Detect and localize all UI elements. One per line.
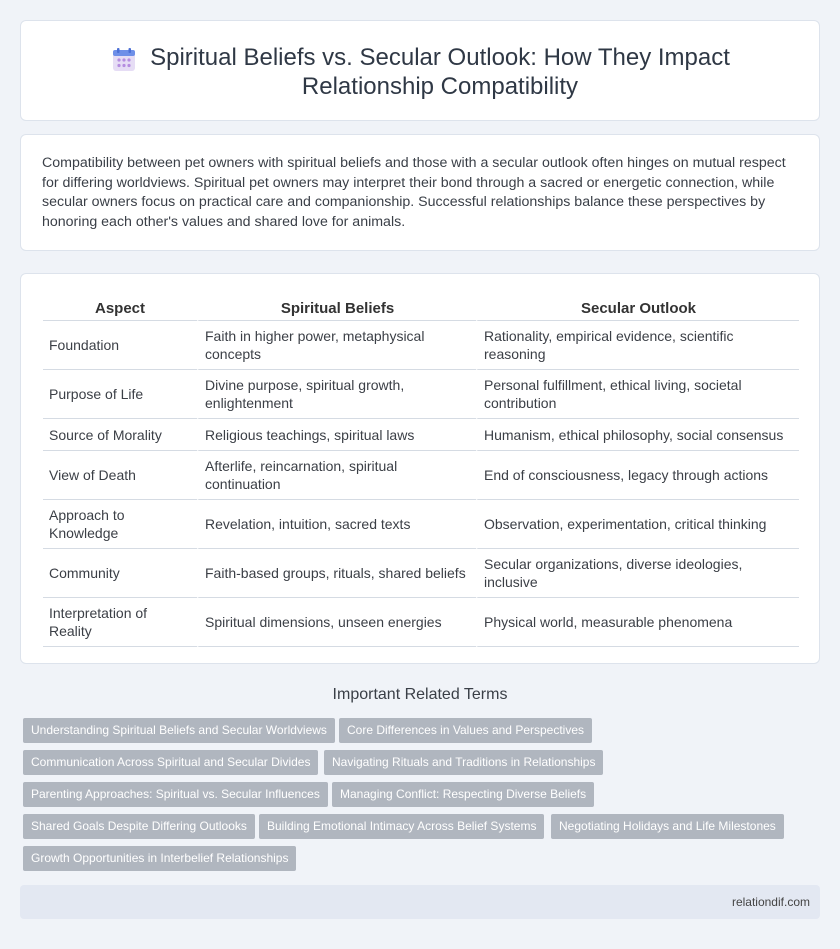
comparison-table: Aspect Spiritual Beliefs Secular Outlook… <box>43 295 799 647</box>
cell-secular: End of consciousness, legacy through act… <box>476 451 799 500</box>
cell-aspect: Interpretation of Reality <box>43 598 197 647</box>
cell-secular: Physical world, measurable phenomena <box>476 598 799 647</box>
cell-aspect: Approach to Knowledge <box>43 500 197 549</box>
cell-secular: Secular organizations, diverse ideologie… <box>476 549 799 598</box>
cell-aspect: Foundation <box>43 321 197 370</box>
table-row: Interpretation of Reality Spiritual dime… <box>43 598 799 647</box>
table-row: Source of Morality Religious teachings, … <box>43 419 799 451</box>
related-term-tag[interactable]: Navigating Rituals and Traditions in Rel… <box>324 750 604 775</box>
intro-card: Compatibility between pet owners with sp… <box>20 134 820 251</box>
related-term-tag[interactable]: Understanding Spiritual Beliefs and Secu… <box>23 718 335 743</box>
table-row: Purpose of Life Divine purpose, spiritua… <box>43 370 799 419</box>
cell-aspect: Source of Morality <box>43 419 197 451</box>
cell-spiritual: Faith in higher power, metaphysical conc… <box>197 321 476 370</box>
header-spiritual: Spiritual Beliefs <box>197 295 476 321</box>
related-terms-title: Important Related Terms <box>332 686 508 703</box>
footer-site-link[interactable]: relationdif.com <box>731 895 810 909</box>
cell-spiritual: Afterlife, reincarnation, spiritual cont… <box>197 451 476 500</box>
cell-secular: Observation, experimentation, critical t… <box>476 500 799 549</box>
table-row: View of Death Afterlife, reincarnation, … <box>43 451 799 500</box>
cell-aspect: Community <box>43 549 197 598</box>
cell-secular: Humanism, ethical philosophy, social con… <box>476 419 799 451</box>
header-secular: Secular Outlook <box>476 295 799 321</box>
related-term-tag[interactable]: Negotiating Holidays and Life Milestones <box>551 814 784 839</box>
related-term-tag[interactable]: Building Emotional Intimacy Across Belie… <box>259 814 545 839</box>
cell-secular: Rationality, empirical evidence, scienti… <box>476 321 799 370</box>
comparison-card: Aspect Spiritual Beliefs Secular Outlook… <box>20 273 820 664</box>
cell-aspect: Purpose of Life <box>43 370 197 419</box>
related-term-tag[interactable]: Parenting Approaches: Spiritual vs. Secu… <box>23 782 328 807</box>
table-row: Community Faith-based groups, rituals, s… <box>43 549 799 598</box>
cell-spiritual: Divine purpose, spiritual growth, enligh… <box>197 370 476 419</box>
cell-spiritual: Spiritual dimensions, unseen energies <box>197 598 476 647</box>
related-term-tag[interactable]: Shared Goals Despite Differing Outlooks <box>23 814 255 839</box>
footer: relationdif.com <box>20 885 820 919</box>
cell-aspect: View of Death <box>43 451 197 500</box>
cell-spiritual: Religious teachings, spiritual laws <box>197 419 476 451</box>
related-term-tag[interactable]: Core Differences in Values and Perspecti… <box>339 718 593 743</box>
table-row: Foundation Faith in higher power, metaph… <box>43 321 799 370</box>
table-row: Approach to Knowledge Revelation, intuit… <box>43 500 799 549</box>
cell-spiritual: Revelation, intuition, sacred texts <box>197 500 476 549</box>
header-aspect: Aspect <box>43 295 197 321</box>
intro-paragraph: Compatibility between pet owners with sp… <box>42 155 786 230</box>
related-term-tag[interactable]: Managing Conflict: Respecting Diverse Be… <box>332 782 595 807</box>
related-term-tag[interactable]: Growth Opportunities in Interbelief Rela… <box>23 846 297 871</box>
cell-spiritual: Faith-based groups, rituals, shared beli… <box>197 549 476 598</box>
page-title: Spiritual Beliefs vs. Secular Outlook: H… <box>150 44 730 100</box>
calendar-icon <box>113 48 135 71</box>
title-card: Spiritual Beliefs vs. Secular Outlook: H… <box>20 20 820 121</box>
cell-secular: Personal fulfillment, ethical living, so… <box>476 370 799 419</box>
related-term-tag[interactable]: Communication Across Spiritual and Secul… <box>23 750 319 775</box>
